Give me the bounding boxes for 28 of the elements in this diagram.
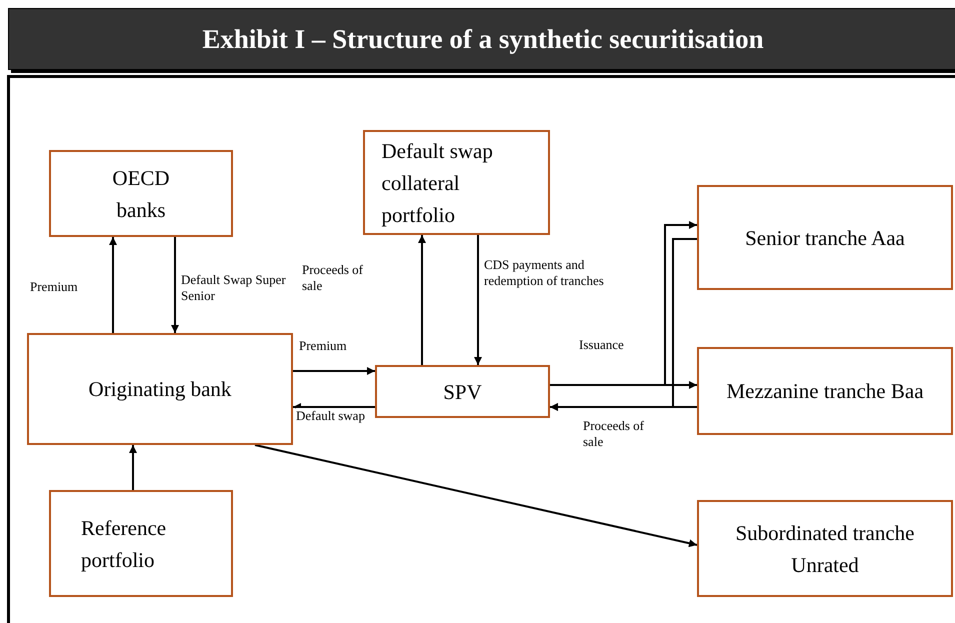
box-label: SPV [443, 378, 482, 406]
process-box [697, 500, 953, 597]
arrow [254, 444, 698, 548]
process-box [697, 347, 953, 435]
arrow [474, 235, 482, 365]
arrow [171, 237, 179, 333]
title: Exhibit I – Structure of a synthetic securitisation [201, 24, 765, 54]
arrow [129, 445, 137, 490]
box-label: Originating bank [88, 376, 232, 403]
process-box [375, 365, 550, 418]
arrow [293, 403, 375, 411]
box-label: OECD banks [111, 164, 171, 224]
arrow [418, 235, 426, 365]
edge-label: Default swap [296, 408, 365, 424]
arrow [550, 381, 697, 389]
box-label: Subordinated tranche Unrated [734, 520, 916, 578]
arrow [293, 367, 375, 375]
box-label: Reference portfolio [81, 514, 168, 574]
process-box [49, 490, 233, 597]
box-label: Default swap collateral portfolio [382, 138, 494, 228]
box-label: Mezzanine tranche Baa [726, 378, 924, 405]
box-label: Senior tranche Aaa [745, 224, 905, 252]
process-box [49, 150, 233, 237]
arrow [109, 237, 117, 333]
process-box [697, 185, 953, 290]
process-box [27, 333, 293, 445]
process-box [363, 130, 550, 235]
arrow [550, 403, 697, 411]
